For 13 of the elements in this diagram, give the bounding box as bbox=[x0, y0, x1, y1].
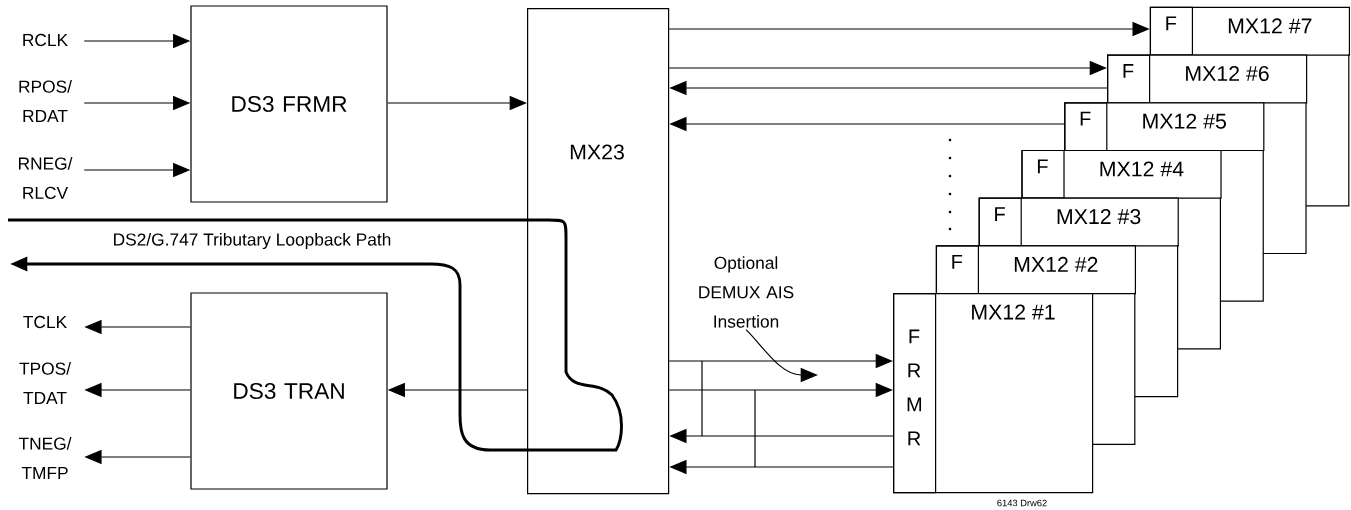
signal-label: TNEG/ TMFP bbox=[18, 437, 72, 479]
framer-column: F R M R bbox=[893, 293, 937, 494]
drawing-number: 6143 Drw62 bbox=[997, 499, 1047, 507]
note-text: Optional DEMUX AIS Insertion bbox=[699, 256, 794, 328]
block-box: DS3 TRAN bbox=[190, 292, 388, 490]
signal-label: RPOS/ RDAT bbox=[19, 80, 72, 122]
signal-label: RNEG/ RLCV bbox=[19, 156, 73, 200]
signal-label: RCLK bbox=[23, 33, 68, 47]
block-box: DS3 FRMR bbox=[190, 5, 388, 203]
signal-label: TPOS/ TDAT bbox=[19, 362, 71, 404]
path-label: DS2/G.747 Tributary Loopback Path bbox=[114, 232, 391, 250]
signal-label: TCLK bbox=[23, 315, 67, 329]
mux-block: MX23 bbox=[527, 8, 670, 495]
